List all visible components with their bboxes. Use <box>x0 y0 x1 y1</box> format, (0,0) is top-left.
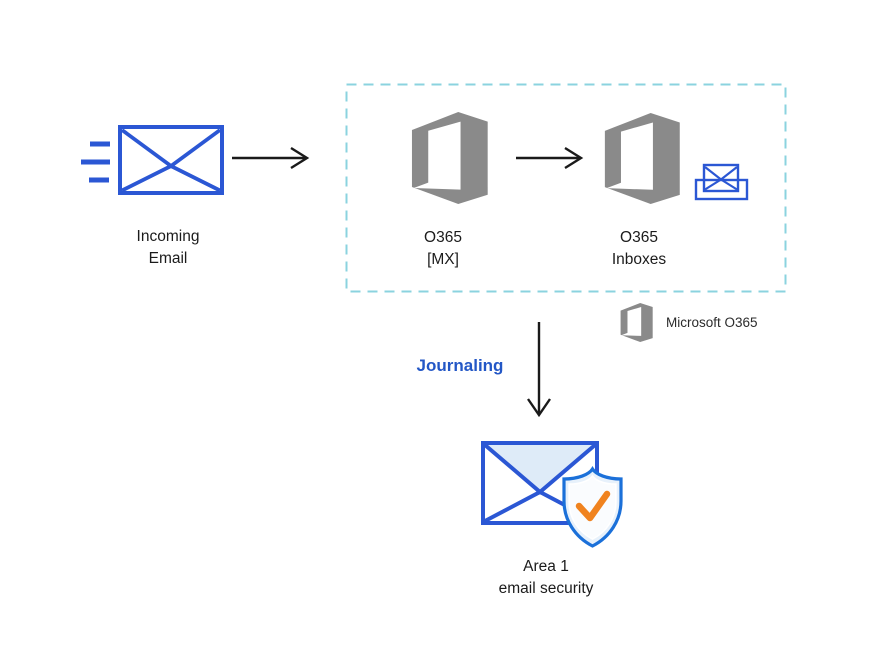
shield-check-icon <box>562 466 623 548</box>
incoming-email-label-line2: Email <box>148 250 188 267</box>
area1-label: Area 1 email security <box>446 556 646 600</box>
speed-lines-icon <box>81 141 110 183</box>
o365-inboxes-label-line1: O365 <box>620 229 658 246</box>
incoming-email-label-line1: Incoming <box>136 228 200 245</box>
area1-email-security-icon <box>481 441 623 548</box>
o365-mx-label-line2: [MX] <box>427 251 459 268</box>
journaling-label: Journaling <box>416 356 504 375</box>
arrow-right-1-icon <box>232 146 310 170</box>
incoming-email-label: Incoming Email <box>103 226 233 270</box>
area1-label-line1: Area 1 <box>523 558 569 575</box>
o365-inboxes-label-line2: Inboxes <box>611 251 667 268</box>
envelope-icon <box>118 125 224 195</box>
o365-inboxes-logo-icon <box>603 113 681 204</box>
microsoft-o365-legend-label: Microsoft O365 <box>666 315 758 330</box>
o365-mx-label-line1: O365 <box>424 229 462 246</box>
o365-inboxes-label: O365 Inboxes <box>579 227 699 271</box>
o365-mx-label: O365 [MX] <box>383 227 503 271</box>
o365-mx-logo-icon <box>410 112 489 204</box>
check-icon <box>575 490 611 522</box>
secured-envelope-icon <box>481 441 599 525</box>
incoming-email-icon <box>81 125 224 195</box>
area1-label-line2: email security <box>498 580 594 597</box>
arrow-right-2-icon <box>516 146 584 170</box>
microsoft-o365-legend-icon <box>620 303 653 342</box>
arrow-down-journaling-icon <box>527 322 551 418</box>
inbox-tray-icon <box>694 163 749 201</box>
